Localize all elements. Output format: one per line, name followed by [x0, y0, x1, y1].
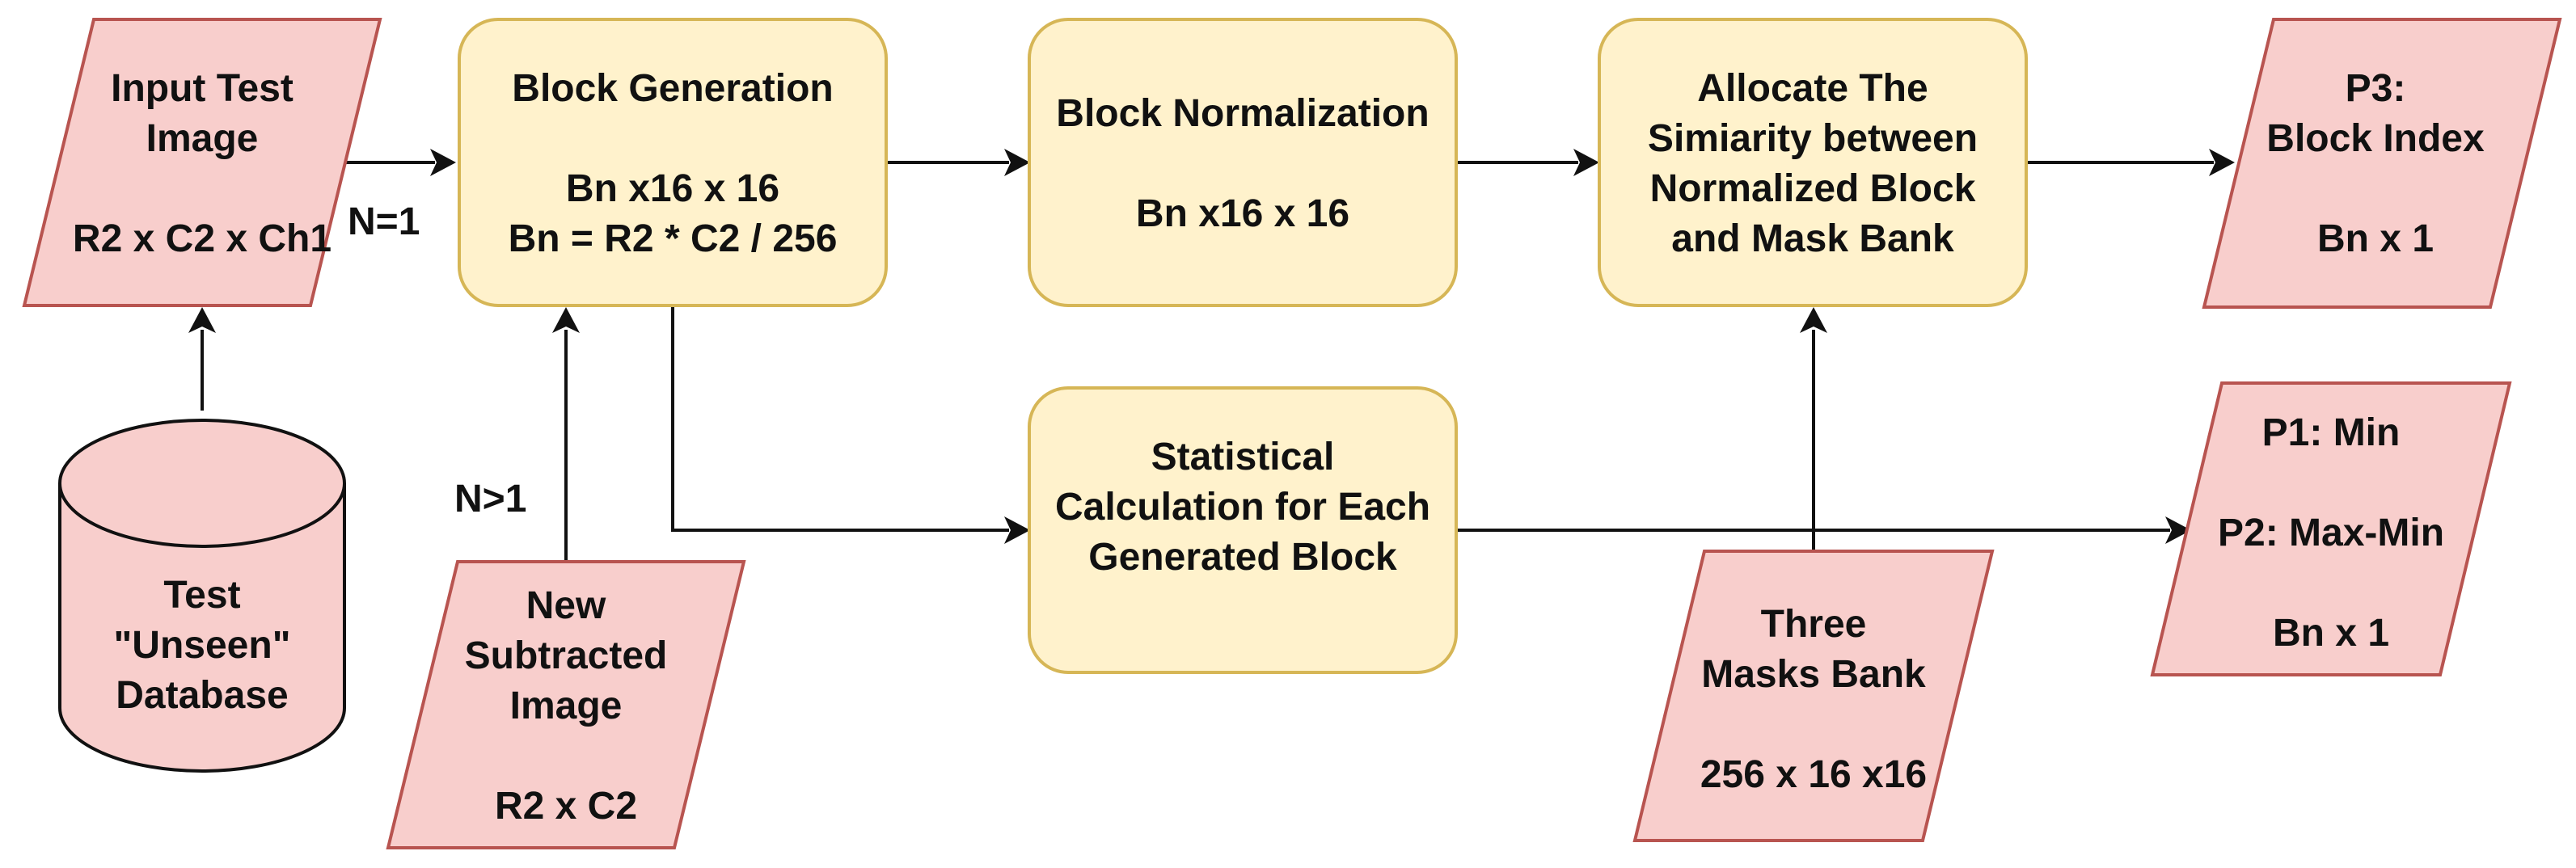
edge-masks-bank-to-allocate — [1800, 307, 1827, 551]
node-label-line: Image — [510, 685, 623, 727]
node-label-line: P2: Max-Min — [2218, 512, 2444, 554]
node-label-test-database: Test "Unseen" Database — [114, 574, 291, 717]
node-label-line: Block Normalization — [1056, 92, 1429, 135]
node-label-line: P3: — [2346, 67, 2406, 110]
node-label-line: Bn x16 x 16 — [1136, 192, 1349, 235]
edge-allocate-to-p3 — [2026, 149, 2235, 176]
node-label-line: and Mask Bank — [1671, 217, 1954, 260]
node-label-block-normalization: Block Normalization Bn x16 x 16 — [1056, 92, 1429, 235]
node-label-block-generation: Block Generation Bn x16 x 16 Bn = R2 * C2 … — [509, 67, 838, 260]
node-label-line: Bn x16 x 16 — [566, 167, 779, 210]
edge-subtracted-to-block-generation — [552, 307, 580, 562]
node-label-line: Bn x 1 — [2273, 612, 2389, 655]
node-label-line: Normalized Block — [1650, 167, 1976, 210]
edge-label-n-equals-1: N=1 — [348, 200, 420, 243]
edge-statistical-to-p1-p2 — [1457, 516, 2191, 544]
edge-block-generation-to-statistical — [671, 305, 1030, 544]
node-p3-block-index: P3: Block Index Bn x 1 — [2202, 18, 2562, 309]
node-label-line: Block Index — [2266, 117, 2485, 160]
node-label-line: Block Generation — [512, 67, 833, 110]
node-label-line: Generated Block — [1088, 536, 1397, 579]
node-label-line: Simiarity between — [1648, 117, 1978, 160]
node-label-line: Database — [116, 674, 288, 717]
node-block-generation: Block Generation Bn x16 x 16 Bn = R2 * C2 … — [458, 18, 888, 307]
edges — [188, 149, 2235, 562]
node-label-line: P1: Min — [2262, 411, 2401, 454]
edge-label-n-greater-1: N>1 — [454, 478, 526, 520]
node-label-p3-block-index: P3: Block Index Bn x 1 — [2266, 67, 2485, 260]
node-label-line: Bn = R2 * C2 / 256 — [509, 217, 838, 260]
node-label-line: Calculation for Each — [1055, 486, 1430, 529]
node-label-line: Bn x 1 — [2317, 217, 2434, 260]
node-label-line: R2 x C2 x Ch1 — [73, 217, 332, 260]
node-label-line: Subtracted — [465, 634, 668, 677]
node-label-line: Masks Bank — [1701, 653, 1926, 696]
edge-normalization-to-allocate — [1457, 149, 1599, 176]
node-label-line: 256 x 16 x16 — [1700, 753, 1927, 796]
node-label-line: Test — [163, 574, 240, 617]
edge-input-to-block-generation — [346, 149, 456, 176]
edge-database-to-input — [188, 307, 216, 411]
edge-block-generation-to-normalization — [888, 149, 1030, 176]
node-label-line: R2 x C2 — [495, 785, 637, 828]
node-label-line: Allocate The — [1697, 67, 1928, 110]
node-label-line: "Unseen" — [114, 624, 291, 667]
node-block-normalization: Block Normalization Bn x16 x 16 — [1028, 18, 1458, 307]
node-label-line: Statistical — [1151, 436, 1335, 478]
node-label-line: Input Test — [111, 67, 293, 110]
node-label-line: Three — [1761, 603, 1867, 646]
node-test-database: Test "Unseen" Database — [58, 419, 346, 773]
node-label-line: Image — [146, 117, 259, 160]
node-label-line: New — [526, 584, 606, 627]
